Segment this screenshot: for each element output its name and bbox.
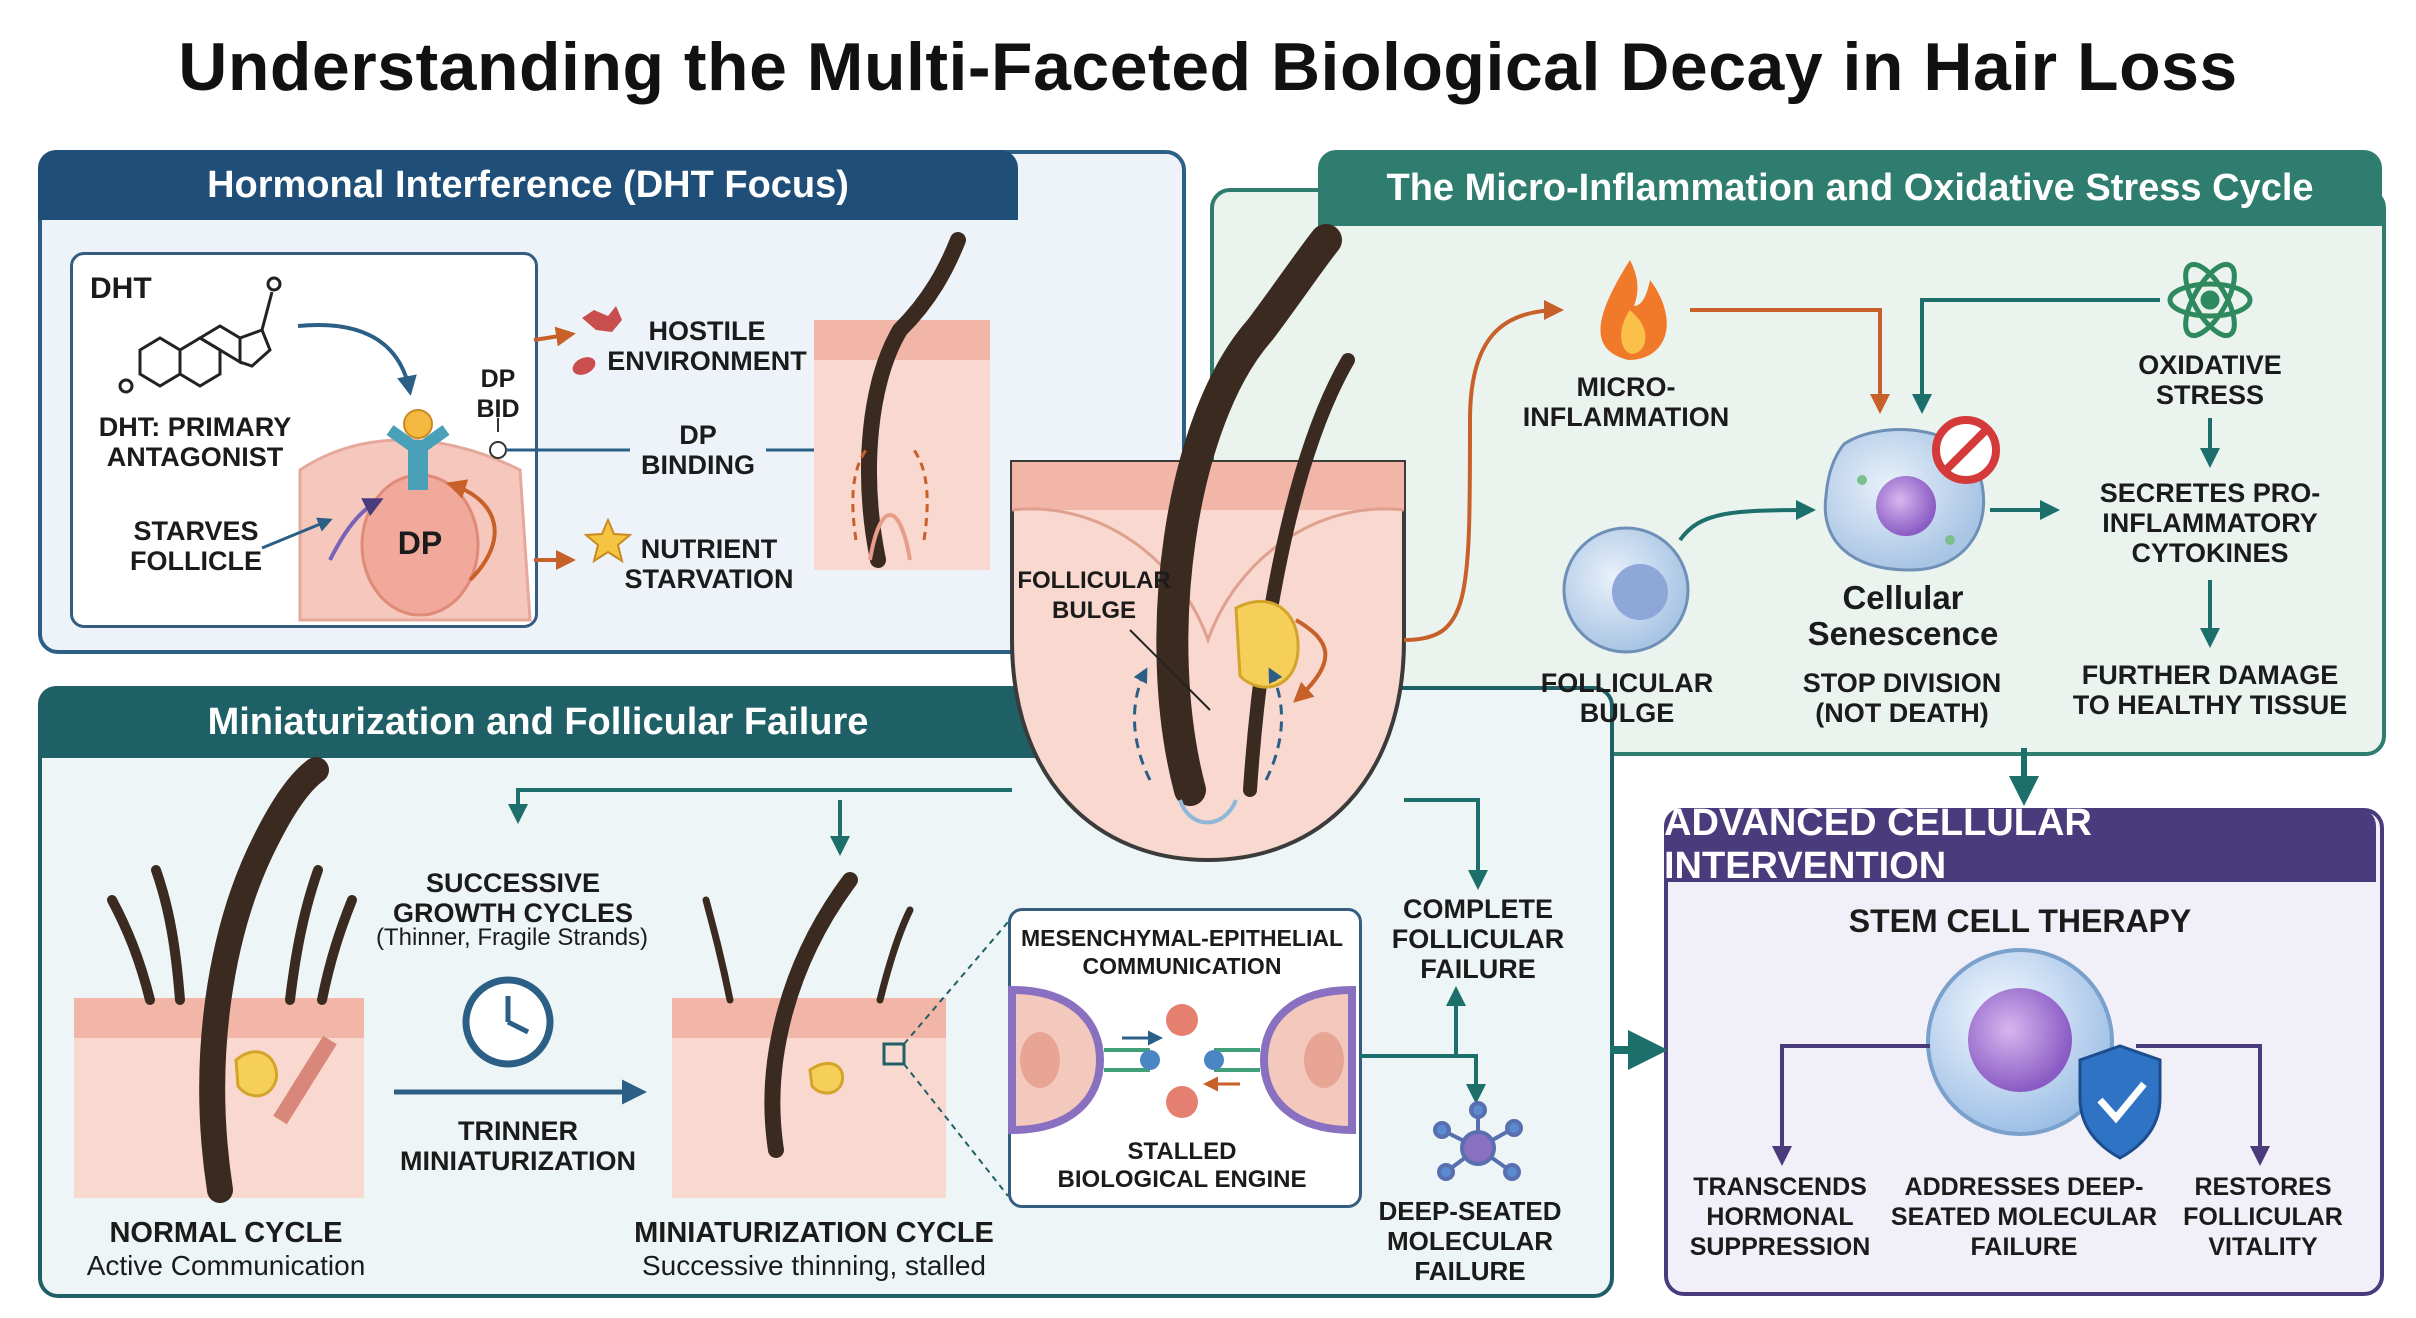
stem-cell-illustration [1926, 948, 2162, 1160]
hostile-environment-label: HOSTILE ENVIRONMENT [607, 316, 807, 376]
star-icon [583, 517, 633, 564]
inflammation-follicular-bulge-label: FOLLICULAR BULGE [1540, 668, 1714, 728]
stalled-engine-label: STALLED BIOLOGICAL ENGINE [1057, 1138, 1307, 1193]
miniaturization-cycle-label: MINIATURIZATION CYCLE [634, 1217, 994, 1249]
trinner-label: TRINNER MINIATURIZATION [400, 1116, 636, 1176]
active-communication-label: Active Communication [86, 1250, 366, 1281]
miniaturization-header: Miniaturization and Follicular Failure [38, 686, 1038, 758]
restores-label: RESTORES FOLLICULAR VITALITY [2183, 1173, 2343, 1261]
stop-division-label: STOP DIVISION (NOT DEATH) [1802, 668, 2002, 728]
nutrient-starvation-label: NUTRIENT STARVATION [624, 534, 794, 594]
clock-icon [462, 976, 554, 1068]
mesenchymal-label: MESENCHYMAL-EPITHELIAL COMMUNICATION [1021, 925, 1343, 979]
normal-cycle-illustration [74, 757, 364, 1203]
dp-bid-label: DP BID [476, 365, 520, 423]
secretes-cytokines-label: SECRETES PRO-INFLAMMATORY CYTOKINES [2099, 478, 2321, 568]
deep-seated-label: DEEP-SEATED MOLECULAR FAILURE [1378, 1196, 1562, 1286]
intervention-header: ADVANCED CELLULAR INTERVENTION [1664, 802, 2376, 887]
primary-antagonist-label: DHT: PRIMARY ANTAGONIST [98, 412, 292, 472]
center-follicle [1010, 224, 1406, 863]
no-entry-icon [1932, 416, 2000, 484]
hormonal-header: Hormonal Interference (DHT Focus) [38, 150, 1018, 220]
dp-binding-label: DP BINDING [641, 420, 755, 480]
dht-molecule [118, 276, 282, 394]
cellular-senescence-label: Cellular Senescence [1807, 579, 1999, 652]
micro-inflammation-label: MICRO- INFLAMMATION [1522, 372, 1730, 432]
normal-cycle-label: NORMAL CYCLE [109, 1217, 343, 1249]
complete-failure-label: COMPLETE FOLLICULAR FAILURE [1391, 894, 1565, 984]
dht-label: DHT [90, 272, 152, 305]
dht-arrow [297, 323, 417, 396]
page-title: Understanding the Multi-Faceted Biologic… [178, 29, 2238, 105]
fire-icon [1600, 260, 1667, 360]
starves-follicle-label: STARVES FOLLICLE [130, 516, 262, 576]
mesenchymal-illustration [1008, 985, 1356, 1135]
successive-thinning-label: Successive thinning, stalled [642, 1250, 986, 1281]
transcends-label: TRANSCENDS HORMONAL SUPPRESSION [1689, 1173, 1871, 1261]
dp-label: DP [397, 525, 443, 561]
successive-growth-label: SUCCESSIVE GROWTH CYCLES [393, 868, 633, 928]
atom-icon [2167, 261, 2253, 339]
stem-cell-therapy-label: STEM CELL THERAPY [1848, 903, 2192, 939]
miniaturization-illustration [672, 872, 1009, 1198]
further-damage-label: FURTHER DAMAGE TO HEALTHY TISSUE [2072, 660, 2348, 720]
inflammation-header: The Micro-Inflammation and Oxidative Str… [1318, 150, 2382, 226]
thinner-fragile-label: (Thinner, Fragile Strands) [375, 924, 649, 951]
molecule-icon [1433, 1101, 1523, 1181]
addresses-label: ADDRESSES DEEP-SEATED MOLECULAR FAILURE [1890, 1173, 2158, 1261]
center-follicular-bulge-label: FOLLICULAR BULGE [1017, 567, 1171, 624]
shield-icon [2078, 1044, 2162, 1160]
oxidative-stress-label: OXIDATIVE STRESS [2138, 350, 2282, 410]
